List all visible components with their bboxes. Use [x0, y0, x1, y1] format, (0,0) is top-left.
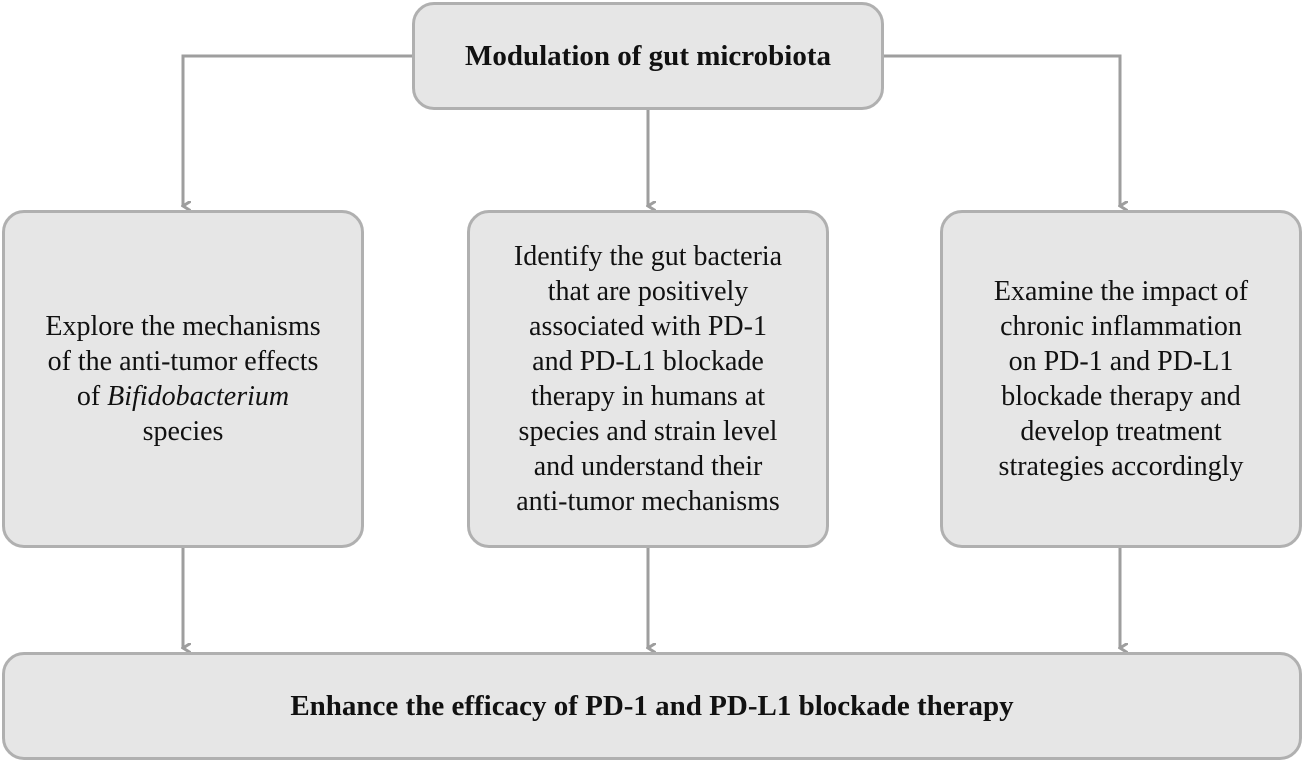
middle-line-5: therapy in humans at [530, 381, 766, 412]
left-line-2-rest: the anti-tumor effects [77, 346, 319, 377]
middle-box-text: Identify the gut bacteria that are posit… [514, 239, 782, 519]
middle-box: Identify the gut bacteria that are posit… [467, 210, 829, 548]
left-line-1: Explore the mechanisms [45, 311, 321, 342]
middle-line-1: Identify the gut bacteria [513, 241, 783, 272]
right-box-text: Examine the impact of chronic inflammati… [994, 274, 1248, 484]
arrow-top-to-right [884, 54, 1120, 206]
right-line-5: develop treatment [1020, 416, 1222, 447]
left-line-2: of the anti-tumor effects [45, 344, 320, 379]
middle-line-2: that are positively [547, 276, 749, 307]
middle-line-7: and understand their [533, 451, 763, 482]
right-line-4: blockade therapy and [1001, 381, 1241, 412]
middle-line-4: and PD-L1 blockade [532, 346, 764, 377]
left-line-4: species [142, 416, 224, 447]
arrow-top-to-left [183, 54, 412, 206]
left-italic-species-name: Bifidobacterium [107, 381, 290, 412]
left-box: Explore the mechanisms of the anti-tumor… [2, 210, 364, 548]
left-box-text: Explore the mechanisms of the anti-tumor… [45, 309, 320, 449]
middle-line-8: anti-tumor mechanisms [516, 486, 780, 517]
bottom-box-text: Enhance the efficacy of PD-1 and PD-L1 b… [290, 689, 1014, 722]
middle-line-3: associated with PD-1 [529, 311, 767, 342]
top-box-text: Modulation of gut microbiota [465, 39, 831, 72]
top-box: Modulation of gut microbiota [412, 2, 884, 110]
left-of-1: of [47, 346, 71, 377]
bottom-box: Enhance the efficacy of PD-1 and PD-L1 b… [2, 652, 1302, 760]
left-of-2: of [76, 381, 101, 412]
right-line-3: on PD-1 and PD-L1 [1008, 346, 1234, 377]
right-line-1: Examine the impact of [993, 276, 1249, 307]
left-line-3: of Bifidobacterium [45, 379, 320, 414]
right-box: Examine the impact of chronic inflammati… [940, 210, 1302, 548]
middle-line-6: species and strain level [518, 416, 778, 447]
right-line-6: strategies accordingly [998, 451, 1244, 482]
right-line-2: chronic inflammation [1000, 311, 1242, 342]
